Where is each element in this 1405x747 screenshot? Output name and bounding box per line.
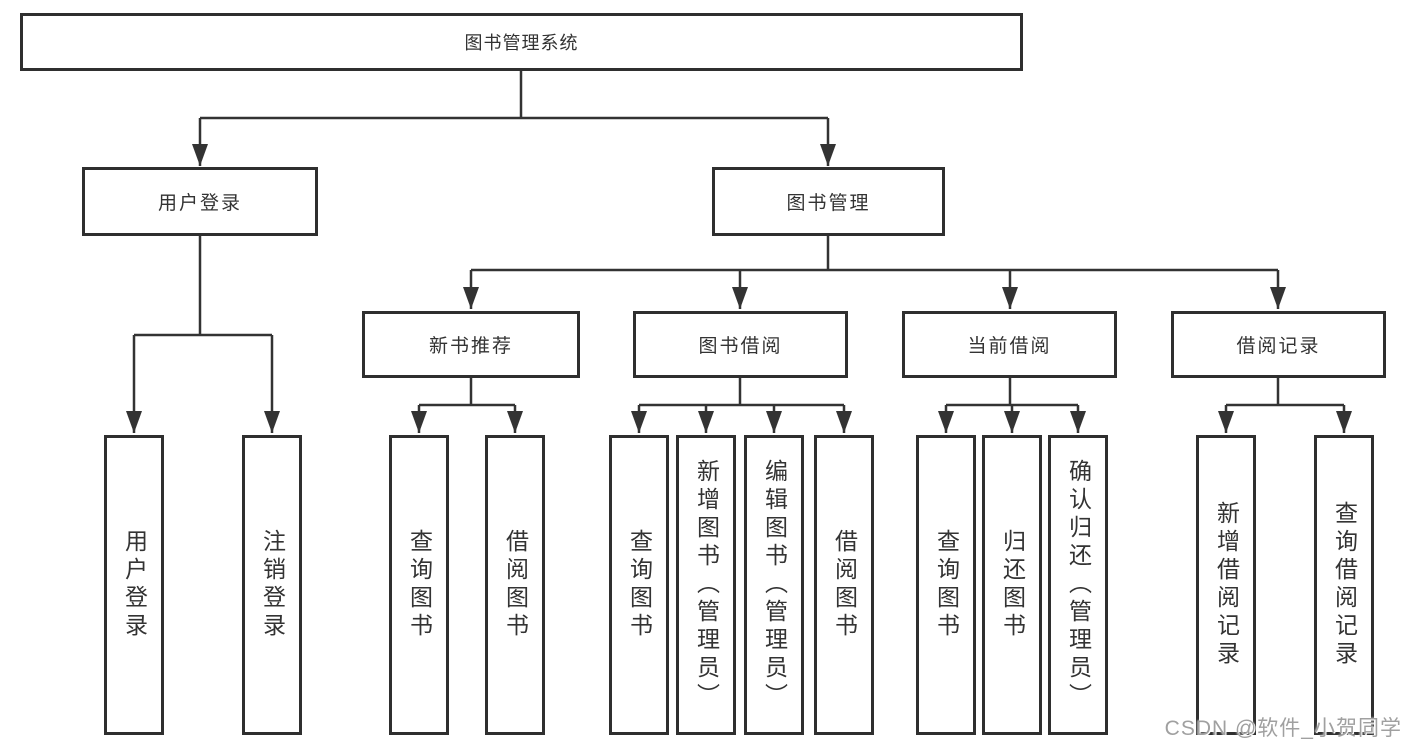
node-library-management-system: 图书管理系统 (20, 13, 1023, 71)
leaf-borrow-books: 借阅图书 (814, 435, 874, 735)
node-user-login-branch: 用户登录 (82, 167, 318, 236)
leaf-label: 查询图书 (626, 529, 653, 641)
leaf-confirm-return-admin: 确认归还（管理员） (1048, 435, 1108, 735)
node-new-book-recommendation: 新书推荐 (362, 311, 580, 378)
leaf-label: 确认归还（管理员） (1065, 459, 1092, 711)
leaf-query-books: 查询图书 (389, 435, 449, 735)
leaf-query-books: 查询图书 (916, 435, 976, 735)
leaf-add-borrow-record: 新增借阅记录 (1196, 435, 1256, 735)
leaf-query-borrow-record: 查询借阅记录 (1314, 435, 1374, 735)
leaf-label: 查询图书 (933, 529, 960, 641)
leaf-add-books-admin: 新增图书（管理员） (676, 435, 736, 735)
leaf-label: 归还图书 (999, 529, 1026, 641)
leaf-label: 借阅图书 (831, 529, 858, 641)
leaf-label: 用户登录 (121, 529, 148, 641)
node-book-borrowing: 图书借阅 (633, 311, 848, 378)
leaf-label: 注销登录 (259, 529, 286, 641)
leaf-borrow-books: 借阅图书 (485, 435, 545, 735)
leaf-label: 借阅图书 (502, 529, 529, 641)
leaf-label: 查询借阅记录 (1331, 501, 1358, 669)
node-borrowing-records: 借阅记录 (1171, 311, 1386, 378)
leaf-label: 查询图书 (406, 529, 433, 641)
node-current-borrowing: 当前借阅 (902, 311, 1117, 378)
leaf-label: 新增图书（管理员） (693, 459, 720, 711)
node-book-management-branch: 图书管理 (712, 167, 945, 236)
leaf-return-books: 归还图书 (982, 435, 1042, 735)
leaf-label: 新增借阅记录 (1213, 501, 1240, 669)
leaf-user-login: 用户登录 (104, 435, 164, 735)
leaf-edit-books-admin: 编辑图书（管理员） (744, 435, 804, 735)
leaf-label: 编辑图书（管理员） (761, 459, 788, 711)
leaf-query-books: 查询图书 (609, 435, 669, 735)
leaf-logout: 注销登录 (242, 435, 302, 735)
